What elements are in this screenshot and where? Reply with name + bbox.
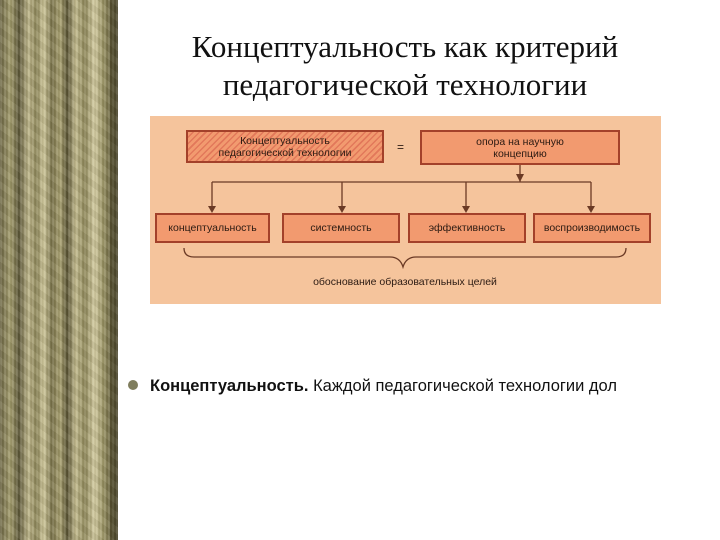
criterion-label: воспроизводимость [543, 222, 641, 234]
arrowhead-1 [208, 206, 216, 213]
slide-title: Концептуальность как критерий педагогиче… [150, 28, 660, 104]
slide-title-line-2: педагогической технологии [222, 67, 588, 102]
arrowhead-3 [462, 206, 470, 213]
criterion-label: концептуальность [168, 222, 257, 234]
bullet-text: Каждой педагогической технологии дол [313, 377, 617, 395]
diagram-connectors [183, 165, 627, 270]
criterion-box-systematicity: системность [282, 213, 400, 243]
criterion-box-efficiency: эффективность [408, 213, 526, 243]
criterion-label: эффективность [428, 222, 506, 234]
arrowhead-4 [587, 206, 595, 213]
bullet-term: Концептуальность. [150, 377, 309, 395]
criterion-box-conceptuality: концептуальность [155, 213, 270, 243]
criterion-box-reproducibility: воспроизводимость [533, 213, 651, 243]
slide-title-line-1: Концептуальность как критерий [191, 29, 619, 64]
bracket-label: обоснование образовательных целей [313, 276, 497, 288]
arrowhead-2 [338, 206, 346, 213]
decorative-side-band [0, 0, 118, 540]
criteria-diagram: Концептуальность педагогической технолог… [150, 116, 661, 304]
bullet-item: Концептуальность. Каждой педагогической … [128, 376, 617, 396]
equals-sign: = [397, 140, 405, 154]
target-box-line-2: концепцию [493, 147, 547, 160]
source-box-line-1: Концептуальность [240, 134, 330, 147]
source-box-line-2: педагогической технологии [218, 146, 352, 159]
criterion-label: системность [310, 222, 372, 234]
target-box: опора на научную концепцию [420, 130, 620, 165]
bullet-dot-icon [128, 380, 138, 390]
source-box: Концептуальность педагогической технолог… [186, 130, 384, 163]
target-box-line-1: опора на научную [476, 135, 564, 148]
curly-bracket [183, 247, 627, 270]
arrowhead-down [516, 174, 524, 182]
